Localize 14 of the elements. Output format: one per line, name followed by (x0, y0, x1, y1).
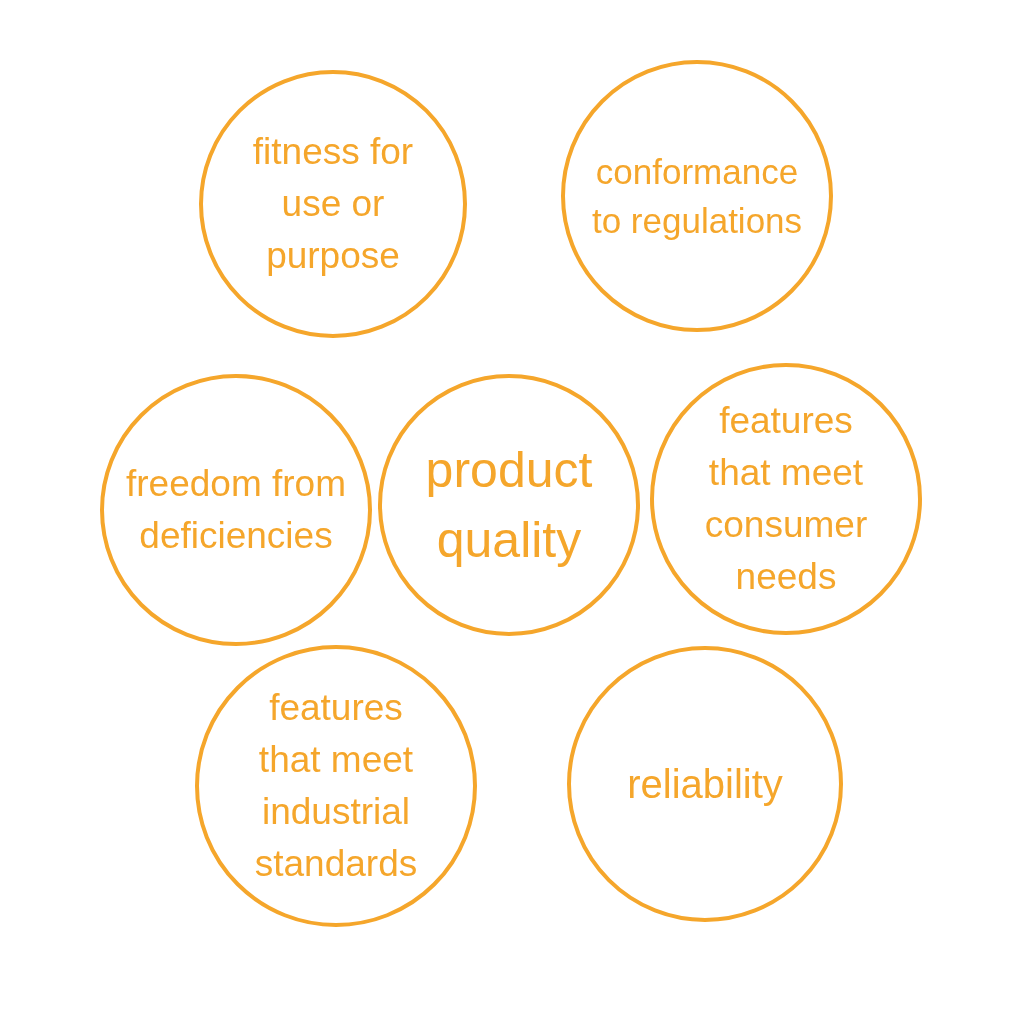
circle (561, 60, 833, 332)
circle-label: freedom from deficiencies (125, 462, 347, 558)
circle (650, 363, 922, 635)
circle (195, 645, 477, 927)
circle (100, 374, 372, 646)
circle-label: features that meet industrial standards (253, 686, 419, 886)
circle (199, 70, 467, 338)
circle-label: product quality (424, 441, 594, 570)
circle-label: features that meet consumer needs (703, 399, 869, 599)
circle (378, 374, 640, 636)
circle-label: reliability (626, 761, 784, 808)
circle-label: fitness for use or purpose (251, 130, 415, 278)
circle-label: conformance to regulations (590, 151, 804, 242)
circle (567, 646, 843, 922)
